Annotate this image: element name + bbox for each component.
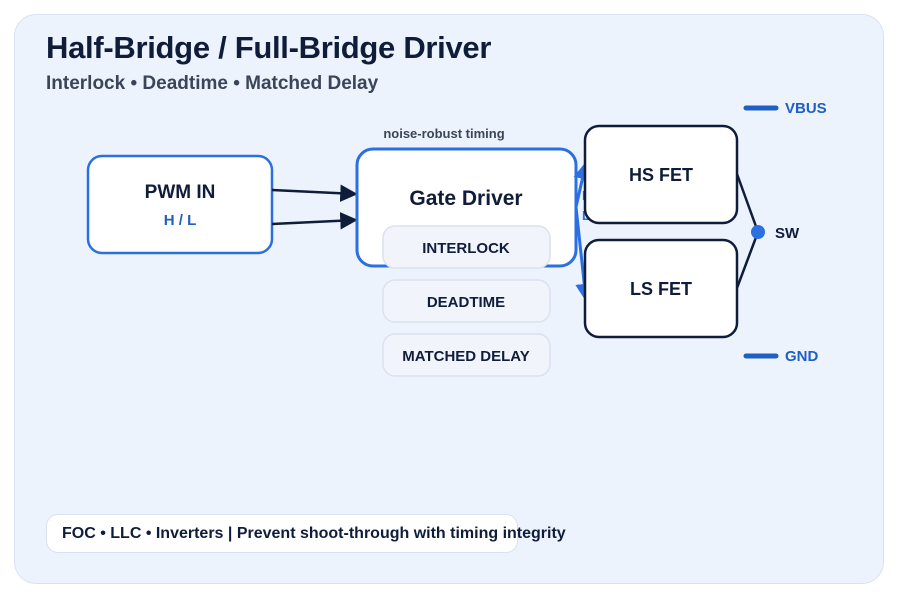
feature-matched-delay-label: MATCHED DELAY [402, 348, 530, 365]
footer-note: FOC • LLC • Inverters | Prevent shoot-th… [46, 514, 566, 553]
vbus-label: VBUS [785, 100, 827, 117]
gate-driver-label: Gate Driver [409, 187, 522, 210]
pwm-h-arrow [271, 184, 358, 202]
pwm-l-arrow [271, 212, 358, 230]
page-title: Half-Bridge / Full-Bridge Driver [46, 30, 492, 65]
hs-fet-label: HS FET [629, 165, 693, 185]
hs-fet-block: HS FET [583, 124, 739, 225]
feature-interlock-label: INTERLOCK [422, 240, 510, 257]
feature-pill-matched-delay: MATCHED DELAY [382, 333, 551, 377]
gnd-label: GND [785, 348, 819, 365]
ls-to-sw-wire [735, 231, 760, 289]
pwm-in-block: PWM IN H / L [86, 154, 274, 255]
feature-pill-interlock: INTERLOCK [382, 225, 551, 269]
ls-fet-block: LS FET [583, 238, 739, 339]
hs-to-sw-wire [735, 173, 760, 233]
pwm-in-label: PWM IN [145, 182, 216, 203]
feature-pill-deadtime: DEADTIME [382, 279, 551, 323]
ls-fet-label: LS FET [630, 279, 692, 299]
sw-node [751, 225, 765, 239]
feature-deadtime-label: DEADTIME [427, 294, 505, 311]
pwm-in-sublabel: H / L [164, 212, 197, 229]
driver-caption: noise-robust timing [383, 126, 504, 141]
page-subtitle: Interlock • Deadtime • Matched Delay [46, 73, 379, 94]
sw-label: SW [775, 225, 800, 242]
footer-text: FOC • LLC • Inverters | Prevent shoot-th… [62, 524, 566, 542]
